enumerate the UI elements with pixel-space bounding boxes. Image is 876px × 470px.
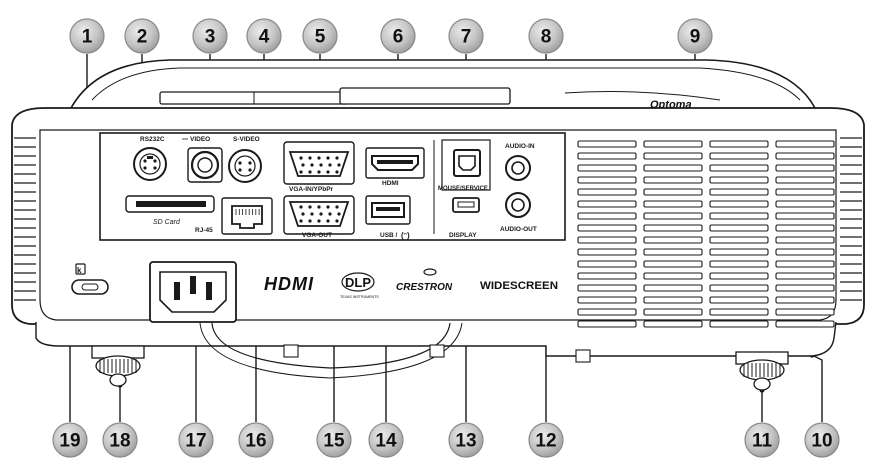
callout-1: 1	[69, 18, 105, 54]
rj45-port: RJ-45	[195, 197, 273, 235]
callout-number-6: 6	[393, 27, 404, 48]
callout-17: 17	[178, 422, 214, 458]
side-vents	[14, 137, 862, 301]
logos: HDMI DLP TEXAS INSTRUMENTS CRESTRON WIDE…	[264, 268, 558, 299]
dlp-logo: DLP TEXAS INSTRUMENTS	[340, 272, 379, 299]
svg-text:CRESTRON: CRESTRON	[396, 282, 453, 293]
callout-number-19: 19	[59, 431, 80, 452]
widescreen-logo: WIDESCREEN	[480, 280, 558, 292]
foot-left	[91, 345, 145, 387]
rj45-label: RJ-45	[195, 227, 213, 234]
sd-card-label: SD Card	[153, 219, 181, 226]
leader-line-10	[811, 354, 823, 422]
video-label: VIDEO	[190, 136, 210, 143]
rs232c-port: RS232C	[133, 136, 167, 181]
callout-number-9: 9	[690, 27, 701, 48]
hdmi-logo: HDMI	[264, 274, 314, 294]
vga-out-port: VGA-OUT	[283, 195, 355, 239]
callout-number-5: 5	[315, 27, 326, 48]
vga-in-port: VGA-IN/YPbPr	[283, 141, 355, 193]
callout-number-1: 1	[82, 27, 93, 48]
callout-8: 8	[528, 18, 564, 54]
crestron-logo: CRESTRON	[396, 268, 453, 293]
dlp-sub: TEXAS INSTRUMENTS	[340, 295, 379, 299]
callout-6: 6	[380, 18, 416, 54]
vga-out-label: VGA-OUT	[302, 232, 332, 239]
hdmi-port: HDMI	[365, 147, 425, 187]
callout-number-13: 13	[455, 431, 476, 452]
callout-number-3: 3	[205, 27, 216, 48]
callout-number-18: 18	[109, 431, 130, 452]
rs232c-label: RS232C	[140, 136, 165, 143]
s-video-port: S-VIDEO	[228, 136, 262, 183]
mouse-service-label: MOUSE/SERVICE	[438, 186, 488, 192]
usb-port: USB / (ᵔ)	[365, 195, 411, 240]
lock-icon: k	[77, 266, 82, 275]
hdmi-label: HDMI	[382, 180, 399, 187]
callout-15: 15	[316, 422, 352, 458]
video-port: VIDEO	[182, 136, 223, 183]
vga-in-label: VGA-IN/YPbPr	[289, 186, 334, 193]
callout-number-8: 8	[541, 27, 552, 48]
adjustable-feet	[91, 345, 789, 391]
audio-in-port: AUDIO-IN	[505, 143, 535, 181]
s-video-label: S-VIDEO	[233, 136, 260, 143]
callout-number-11: 11	[752, 431, 773, 452]
vent-grille	[577, 140, 835, 328]
callout-number-17: 17	[185, 431, 206, 452]
foot-right	[735, 351, 789, 391]
callout-12: 12	[528, 422, 564, 458]
io-panel: RS232C VIDEO S-VIDEO VGA-	[99, 132, 566, 241]
callout-number-14: 14	[375, 431, 397, 452]
callout-number-12: 12	[535, 431, 556, 452]
callout-5: 5	[302, 18, 338, 54]
callout-number-2: 2	[137, 27, 148, 48]
wifi-icon: (ᵔ)	[401, 231, 410, 240]
mouse-service-port: MOUSE/SERVICE DISPLAY	[438, 139, 491, 239]
callout-3: 3	[192, 18, 228, 54]
callout-4: 4	[246, 18, 282, 54]
callout-14: 14	[368, 422, 404, 458]
callout-2: 2	[124, 18, 160, 54]
callout-10: 10	[804, 422, 840, 458]
callout-18: 18	[102, 422, 138, 458]
sd-card-slot: SD Card	[125, 195, 215, 226]
callout-13: 13	[448, 422, 484, 458]
callout-number-16: 16	[245, 431, 266, 452]
power-socket	[149, 261, 237, 323]
callout-number-10: 10	[811, 431, 832, 452]
audio-out-label: AUDIO-OUT	[500, 226, 537, 233]
usb-label: USB /	[380, 232, 398, 239]
kensington-lock: k	[71, 263, 109, 295]
display-label: DISPLAY	[449, 232, 477, 239]
audio-out-port: AUDIO-OUT	[500, 192, 537, 233]
callout-number-7: 7	[461, 27, 472, 48]
callout-16: 16	[238, 422, 274, 458]
svg-text:DLP: DLP	[345, 275, 371, 290]
audio-in-label: AUDIO-IN	[505, 143, 535, 150]
callout-9: 9	[677, 18, 713, 54]
callout-number-15: 15	[323, 431, 345, 452]
callout-11: 11	[744, 422, 780, 458]
projector-top: Optoma	[68, 59, 817, 111]
callout-number-4: 4	[259, 27, 270, 48]
callout-7: 7	[448, 18, 484, 54]
callout-19: 19	[52, 422, 88, 458]
